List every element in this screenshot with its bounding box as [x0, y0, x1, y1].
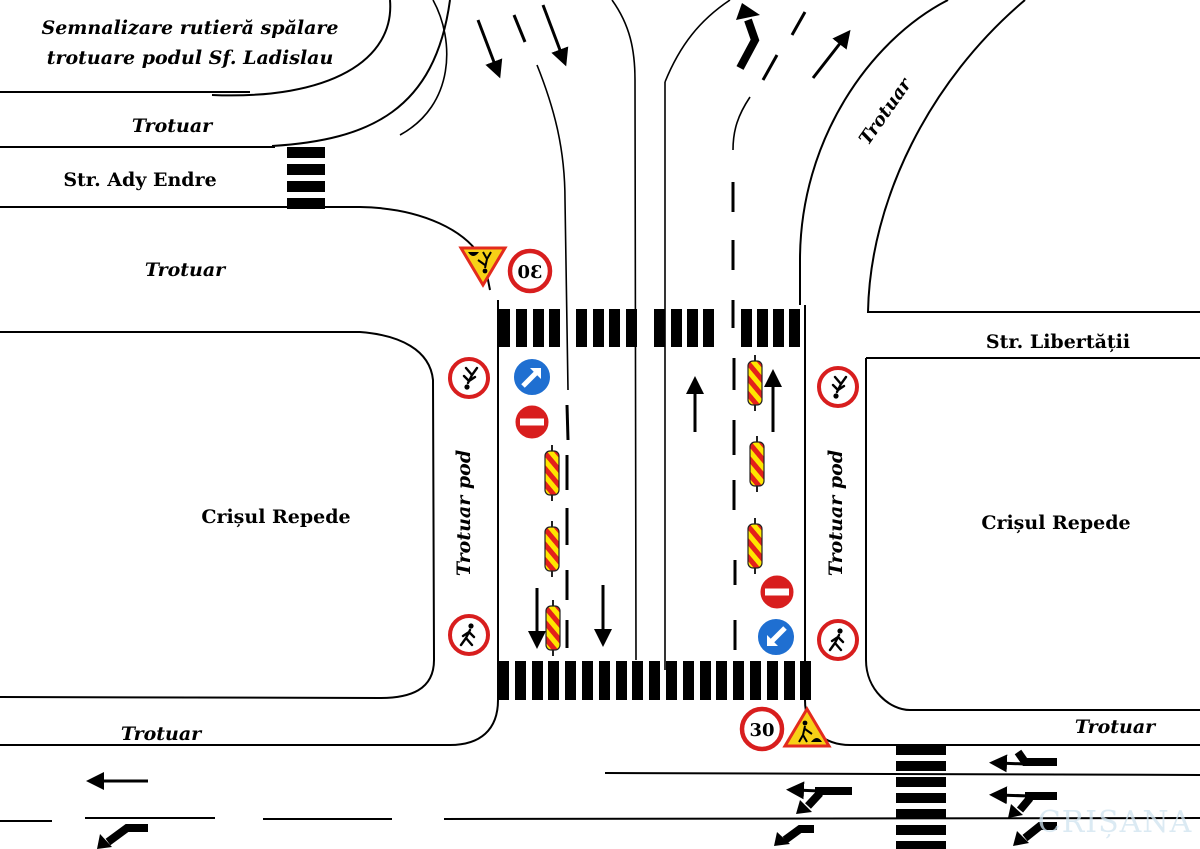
- zebra-stripe: [773, 309, 784, 347]
- zebra-stripe: [750, 661, 761, 700]
- zebra-stripe: [609, 309, 620, 347]
- arrow-down-icon: [476, 19, 503, 79]
- zebra-stripe: [741, 309, 752, 347]
- zebra-stripe: [687, 309, 698, 347]
- label-trotuar-top: Trotuar: [132, 115, 214, 137]
- zebra-stripe: [549, 309, 560, 347]
- zebra-stripe: [649, 661, 660, 700]
- label-trotuar-pod-right: Trotuar pod: [825, 450, 847, 576]
- speed-limit-value: 30: [517, 262, 542, 283]
- label-trotuar-bottom-left: Trotuar: [121, 723, 203, 745]
- zebra-stripe: [548, 661, 559, 700]
- speed-limit-sign-icon: 30: [742, 709, 782, 749]
- zebra-stripe: [683, 661, 694, 700]
- direction-arrows: [86, 3, 1057, 849]
- roadworks-warning-sign-icon: [783, 707, 831, 748]
- zebra-stripe: [576, 309, 587, 347]
- zebra-stripe: [516, 309, 527, 347]
- no-pedestrians-sign-icon: [817, 366, 859, 408]
- roadworks-warning-sign-icon: [459, 246, 507, 287]
- zebra-stripe: [716, 661, 727, 700]
- label-crisul-repede-left: Crișul Repede: [201, 506, 350, 528]
- arrow-turn-left-icon: [736, 18, 760, 70]
- bollards-right: [747, 354, 765, 575]
- zebra-stripe: [654, 309, 665, 347]
- title-line-2: trotuare podul Sf. Ladislau: [47, 47, 334, 69]
- zebra-stripe: [666, 661, 677, 700]
- zebra-stripe: [582, 661, 593, 700]
- speed-limit-sign-icon: 30: [510, 251, 550, 291]
- label-trotuar-pod-left: Trotuar pod: [453, 450, 475, 576]
- arrow-turn-left-icon: [1022, 822, 1057, 842]
- zebra-stripe: [499, 309, 510, 347]
- bollard-icon: [544, 444, 560, 502]
- road-signs: 30 30: [448, 246, 859, 749]
- bollards-left: [544, 444, 561, 657]
- label-trotuar-bottom-right: Trotuar: [1075, 716, 1157, 738]
- zebra-stripe: [616, 661, 627, 700]
- zebra-stripe: [789, 309, 800, 347]
- label-trotuar-curved: Trotuar: [855, 73, 917, 149]
- no-entry-sign-icon: [514, 404, 550, 440]
- arrow-up-right-icon: [811, 29, 851, 79]
- zebra-stripe: [533, 309, 544, 347]
- zebra-stripe: [626, 309, 637, 347]
- zebra-stripe: [767, 661, 778, 700]
- zebra-stripe: [498, 661, 509, 700]
- zebra-crossing-bottom-right: [896, 745, 946, 849]
- zebra-stripe: [671, 309, 682, 347]
- keep-left-sign-icon: [757, 618, 795, 656]
- label-trotuar-left: Trotuar: [145, 259, 227, 281]
- no-pedestrians-sign-icon: [448, 614, 490, 656]
- zebra-stripe: [565, 661, 576, 700]
- watermark: CRIȘANA: [1038, 805, 1193, 840]
- bollard-icon: [544, 520, 560, 578]
- zebra-crossing-ady-endre: [287, 147, 325, 209]
- bollard-icon: [545, 599, 561, 657]
- zebra-stripe: [800, 661, 811, 700]
- zebra-stripe: [757, 309, 768, 347]
- title-line-1: Semnalizare rutieră spălare: [41, 17, 338, 39]
- road-outlines: [0, 0, 1200, 822]
- arrow-down-icon: [541, 4, 569, 67]
- zebra-stripe: [632, 661, 643, 700]
- zebra-crossing-bottom: [498, 661, 811, 700]
- zebra-stripe: [733, 661, 744, 700]
- no-entry-sign-icon: [759, 574, 795, 610]
- zebra-stripe: [593, 309, 604, 347]
- arrow-turn-left-icon: [782, 825, 814, 844]
- keep-right-sign-icon: [513, 358, 551, 396]
- arrow-turn-left-icon-head: [736, 3, 760, 20]
- zebra-stripe: [703, 309, 714, 347]
- speed-limit-value: 30: [749, 720, 774, 741]
- label-crisul-repede-right: Crișul Repede: [981, 512, 1130, 534]
- arrow-straight-left-icon: [1014, 749, 1057, 766]
- bollard-icon: [747, 517, 763, 575]
- lane-dashes: [512, 11, 807, 650]
- diagram-labels: Semnalizare rutieră spălare trotuare pod…: [41, 17, 1157, 745]
- zebra-crossing-top: [499, 309, 800, 347]
- bollard-icon: [749, 435, 765, 493]
- label-str-libertatii: Str. Libertății: [986, 331, 1130, 353]
- no-pedestrians-sign-icon: [817, 619, 859, 661]
- label-str-ady-endre: Str. Ady Endre: [63, 169, 216, 191]
- zebra-stripe: [700, 661, 711, 700]
- zebra-stripe: [784, 661, 795, 700]
- no-pedestrians-sign-icon: [448, 357, 490, 399]
- zebra-stripe: [515, 661, 526, 700]
- bollard-icon: [747, 354, 763, 412]
- zebra-stripe: [599, 661, 610, 700]
- arrow-turn-left-icon: [105, 824, 148, 846]
- zebra-stripe: [532, 661, 543, 700]
